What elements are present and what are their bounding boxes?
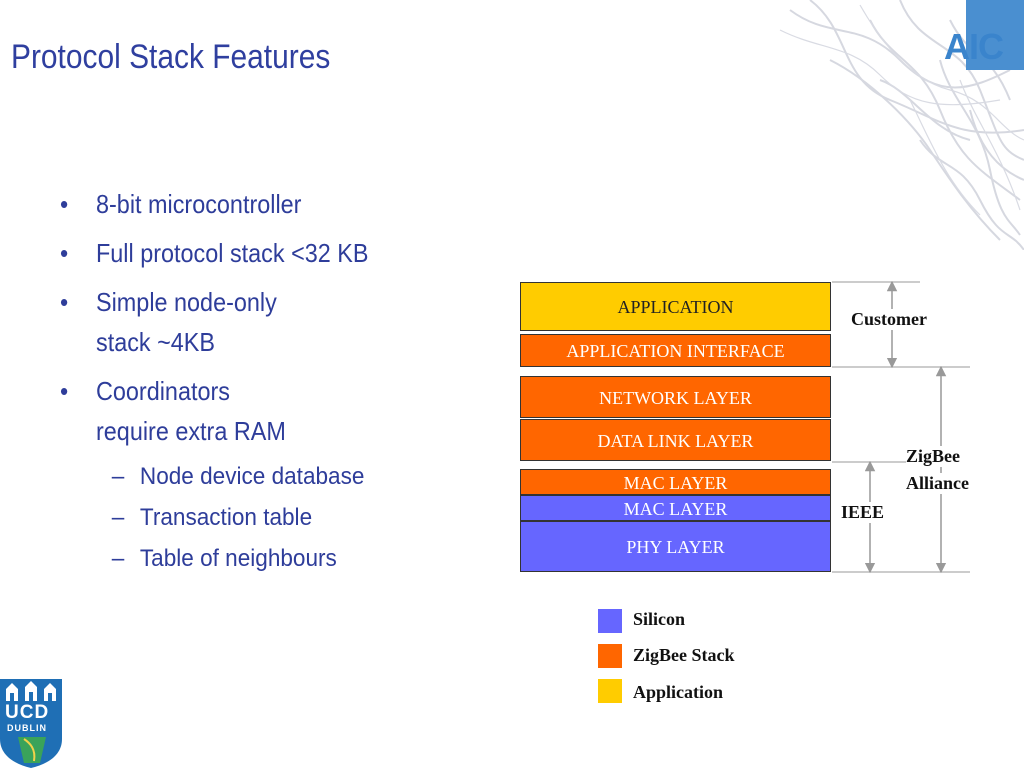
bullet-text: Full protocol stack <32 KB xyxy=(96,238,369,268)
aic-logo xyxy=(966,0,1024,70)
legend-swatch-silicon xyxy=(598,609,622,633)
ucd-logo-text: UCD xyxy=(5,702,50,723)
layer-phy: PHY LAYER xyxy=(520,521,831,572)
ucd-dublin-logo xyxy=(0,679,62,768)
zigbee-alliance-label-line2: Alliance xyxy=(906,473,969,494)
page-title: Protocol Stack Features xyxy=(11,38,331,76)
bullet-continuation: require extra RAM xyxy=(96,416,286,446)
layer-mac-zigbee: MAC LAYER xyxy=(520,469,831,495)
bullet-text: Coordinators xyxy=(96,376,230,406)
layer-application-interface: APPLICATION INTERFACE xyxy=(520,334,831,367)
ieee-label: IEEE xyxy=(841,502,885,523)
sub-bullet-text: Transaction table xyxy=(139,504,313,531)
layer-network: NETWORK LAYER xyxy=(520,376,831,418)
layer-application: APPLICATION xyxy=(520,282,831,331)
sub-bullet-text: Node device database xyxy=(139,463,365,490)
bullet-continuation: stack ~4KB xyxy=(96,327,216,357)
aic-logo-text: AIC xyxy=(944,26,1004,67)
bullet-text: 8-bit microcontroller xyxy=(96,189,302,219)
legend-swatch-application xyxy=(598,679,622,703)
legend-swatch-zigbee-stack xyxy=(598,644,622,668)
customer-label: Customer xyxy=(849,309,929,330)
bullet-text: Simple node-only xyxy=(96,287,277,317)
zigbee-alliance-label-line1: ZigBee xyxy=(906,446,960,467)
layer-data-link: DATA LINK LAYER xyxy=(520,419,831,461)
layer-mac-silicon: MAC LAYER xyxy=(520,495,831,521)
legend-label-application: Application xyxy=(633,682,724,702)
decorative-network-background xyxy=(779,0,1024,250)
sub-bullet-text: Table of neighbours xyxy=(139,545,337,572)
legend-label-silicon: Silicon xyxy=(633,609,686,629)
legend-label-zigbee-stack: ZigBee Stack xyxy=(633,645,735,665)
ucd-logo-subtext: DUBLIN xyxy=(7,723,47,733)
